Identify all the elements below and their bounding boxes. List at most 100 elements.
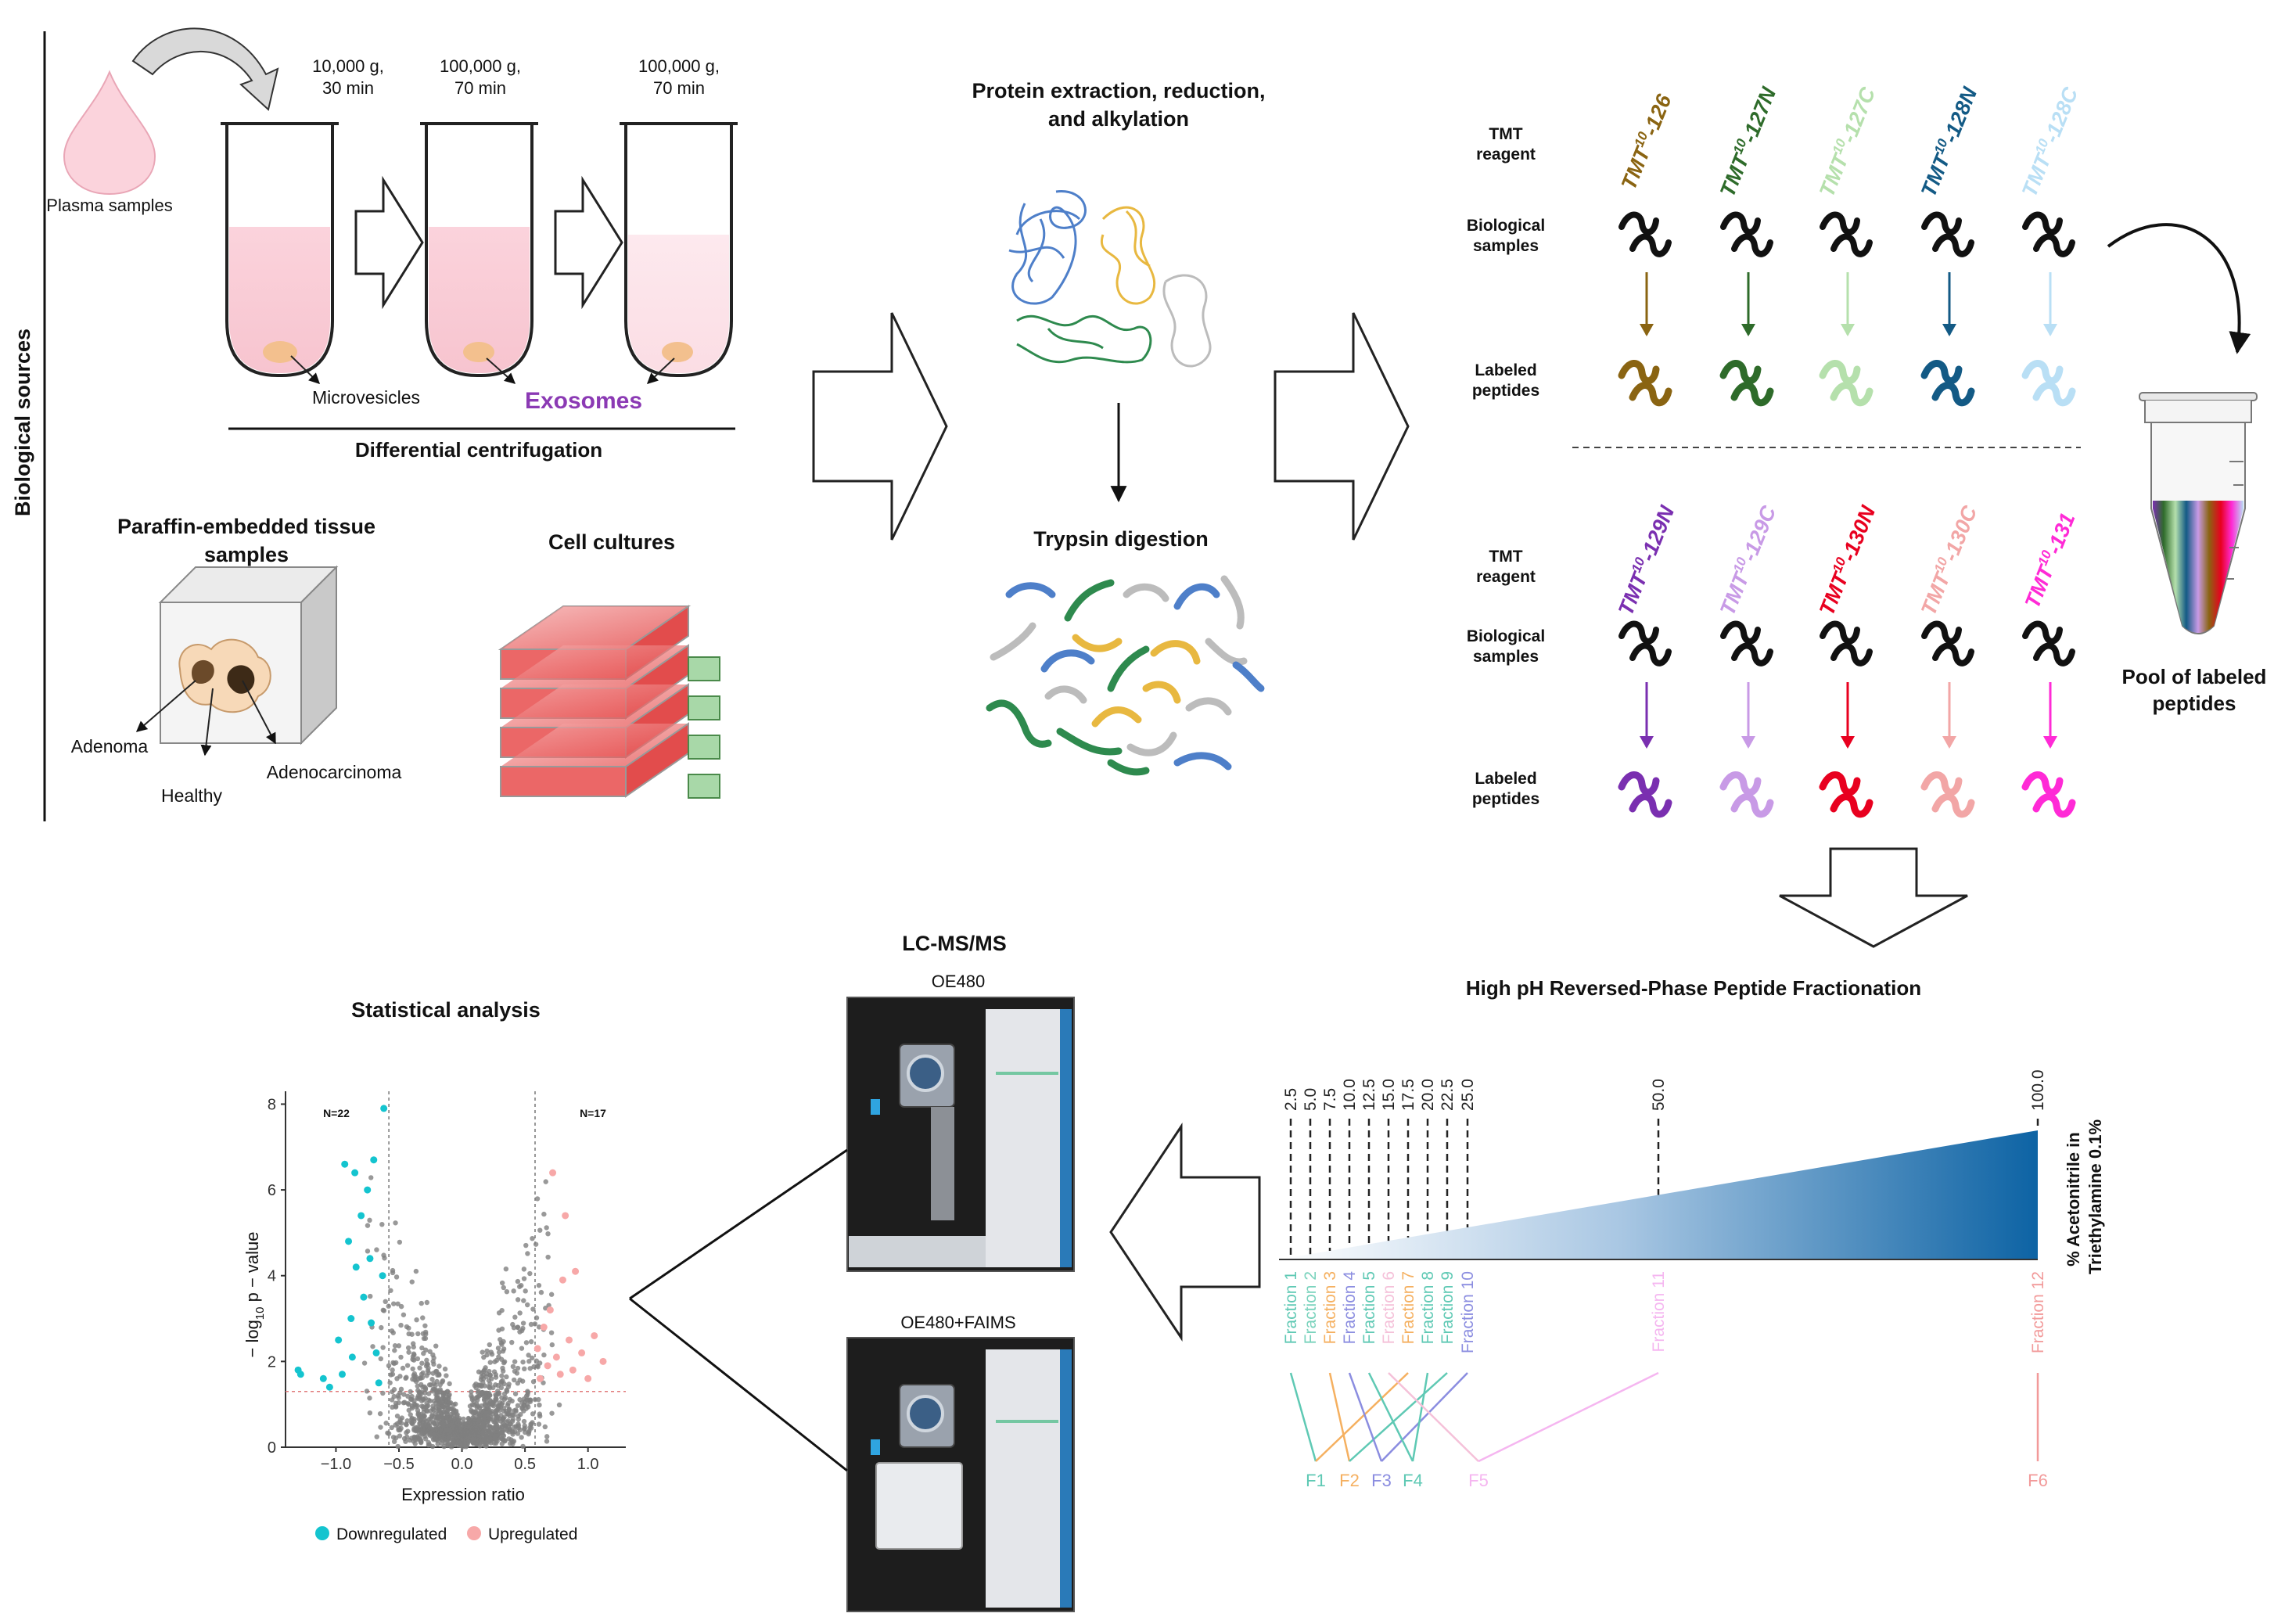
- peptide-strand: [1719, 360, 1762, 385]
- background-point: [403, 1439, 408, 1444]
- background-point: [392, 1343, 398, 1349]
- biological-sample-icon-bottom-4: [1921, 620, 1974, 666]
- pooled-fraction-F5: F5: [1468, 1471, 1489, 1490]
- background-point: [476, 1394, 481, 1399]
- label-arrow-head: [2043, 324, 2057, 336]
- peptide-strand: [1618, 211, 1659, 235]
- background-point: [534, 1196, 541, 1202]
- peptide-strand: [1720, 211, 1761, 235]
- background-point: [505, 1403, 511, 1408]
- background-point: [452, 1427, 458, 1432]
- plasma-samples-label: Plasma samples: [46, 196, 172, 215]
- volcano-legend: Downregulated Upregulated: [315, 1525, 577, 1543]
- background-point: [527, 1397, 533, 1403]
- upregulated-point: [562, 1212, 569, 1220]
- label-arrow-head: [1741, 324, 1755, 336]
- background-point: [459, 1432, 465, 1438]
- background-point: [409, 1279, 415, 1284]
- background-point: [536, 1396, 541, 1403]
- background-point: [533, 1358, 540, 1364]
- label-arrow-head: [1640, 736, 1654, 749]
- background-point: [524, 1302, 530, 1308]
- biological-sample-icon-bottom-3: [1820, 620, 1873, 666]
- background-point: [517, 1310, 523, 1316]
- background-point: [488, 1399, 494, 1404]
- pooling-connector: [1289, 1372, 1317, 1462]
- background-point: [483, 1410, 490, 1416]
- upregulated-point: [591, 1331, 598, 1339]
- healthy-label: Healthy: [161, 785, 222, 806]
- peptide-strand: [2021, 771, 2064, 796]
- tmt-prefix: TMT: [1715, 149, 1755, 200]
- background-point: [426, 1370, 432, 1376]
- tmt-suffix: -128N: [1938, 84, 1982, 146]
- background-point: [487, 1435, 492, 1440]
- biological-sample-icon-top-2: [1720, 211, 1773, 257]
- labeled-peptide-icon-bottom-1: [1618, 771, 1672, 818]
- centrifuge-tube-1: 10,000 g, 30 min: [221, 56, 384, 377]
- background-point: [378, 1425, 383, 1430]
- background-point: [379, 1221, 385, 1227]
- background-point: [507, 1396, 512, 1403]
- background-point: [389, 1328, 395, 1334]
- x-tick-label: 1.0: [577, 1456, 599, 1473]
- background-point: [393, 1404, 399, 1410]
- peptide-strand: [2021, 360, 2064, 385]
- background-point: [424, 1361, 429, 1367]
- plasma-drop-icon: [63, 70, 156, 196]
- pooling-connector: [1315, 1372, 1409, 1462]
- background-point: [434, 1378, 440, 1385]
- peptide-strand: [2032, 382, 2076, 407]
- upregulated-point: [566, 1336, 573, 1344]
- y-tick-label: 8: [268, 1096, 276, 1113]
- background-point: [426, 1391, 432, 1396]
- fraction-label-11: Fraction 11: [1650, 1271, 1668, 1353]
- background-point: [530, 1379, 537, 1385]
- background-point: [421, 1335, 427, 1342]
- y-tick-label: 2: [268, 1353, 276, 1371]
- pellet-2-icon: [463, 342, 494, 362]
- labeled-peptide-icon-top-4: [1920, 360, 1975, 407]
- background-point: [365, 1223, 371, 1228]
- background-point: [511, 1377, 517, 1383]
- peptide-strand: [1629, 382, 1672, 407]
- background-point: [406, 1407, 411, 1413]
- downregulated-point: [339, 1371, 346, 1378]
- background-point: [391, 1387, 397, 1392]
- background-point: [456, 1418, 462, 1424]
- background-point: [440, 1378, 446, 1384]
- background-point: [515, 1365, 521, 1371]
- tmt-suffix: -131: [2042, 509, 2080, 557]
- background-point: [400, 1365, 406, 1371]
- background-point: [521, 1418, 527, 1425]
- peptide-strand: [1720, 620, 1761, 645]
- background-point: [365, 1249, 371, 1254]
- peptide-strand: [1931, 382, 1975, 407]
- tmt-suffix: -129C: [1737, 502, 1781, 565]
- downregulated-point: [345, 1238, 353, 1245]
- upregulated-point: [599, 1357, 607, 1365]
- background-point: [430, 1437, 436, 1443]
- labeled-peptide-icon-top-2: [1719, 360, 1774, 407]
- background-point: [519, 1435, 524, 1440]
- background-point: [370, 1344, 375, 1349]
- tmt-prefix: TMT: [1815, 568, 1854, 619]
- pooled-fraction-F1: F1: [1306, 1471, 1326, 1490]
- background-point: [523, 1340, 530, 1346]
- label-arrow-head: [1841, 324, 1855, 336]
- background-point: [441, 1443, 447, 1450]
- fraction-label-9: Fraction 9: [1439, 1271, 1457, 1344]
- background-point: [507, 1413, 512, 1419]
- downregulated-point: [370, 1156, 378, 1164]
- fraction-label-7: Fraction 7: [1399, 1271, 1417, 1344]
- background-point: [427, 1431, 433, 1437]
- background-point: [374, 1247, 379, 1252]
- background-point: [398, 1354, 404, 1360]
- background-point: [510, 1321, 516, 1328]
- fraction-label-2: Fraction 2: [1302, 1271, 1320, 1344]
- background-point: [519, 1378, 526, 1384]
- background-point: [426, 1439, 431, 1446]
